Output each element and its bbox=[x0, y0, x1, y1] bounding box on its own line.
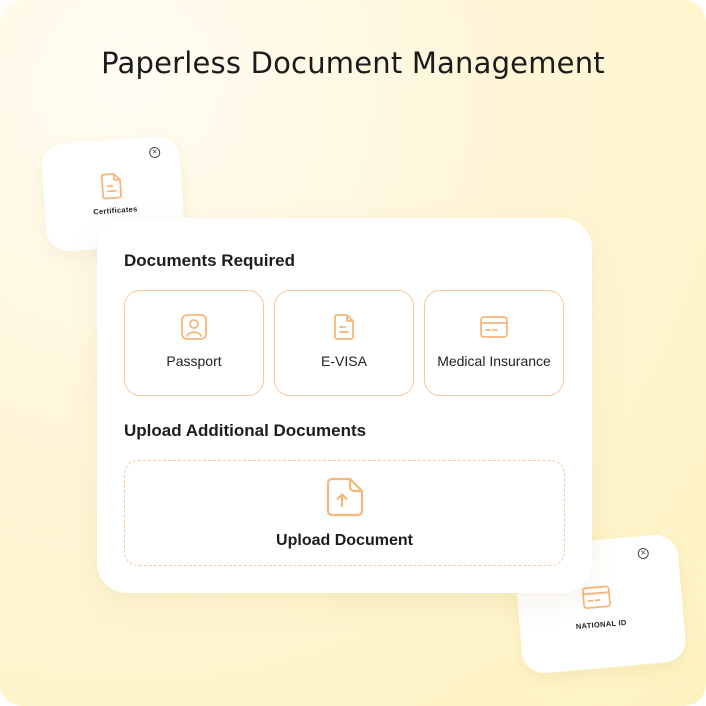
card-icon bbox=[480, 316, 508, 338]
national-id-label: NATIONAL ID bbox=[575, 617, 628, 632]
card-icon bbox=[581, 585, 611, 610]
upload-document-label: Upload Document bbox=[276, 532, 413, 549]
documents-panel: Documents Required Passport E-VISA bbox=[97, 218, 592, 593]
passport-option[interactable]: Passport bbox=[124, 290, 264, 396]
national-id-card[interactable]: ✕ NATIONAL ID bbox=[512, 533, 688, 675]
medical-insurance-option[interactable]: Medical Insurance bbox=[424, 290, 564, 396]
medical-insurance-label: Medical Insurance bbox=[437, 353, 551, 369]
upload-additional-heading: Upload Additional Documents bbox=[124, 421, 367, 440]
document-icon bbox=[334, 314, 354, 340]
close-icon[interactable]: ✕ bbox=[148, 146, 161, 159]
passport-label: Passport bbox=[166, 353, 222, 369]
certificates-card[interactable]: ✕ Certificates bbox=[40, 135, 186, 253]
evisa-label: E-VISA bbox=[321, 353, 367, 369]
certificates-label: Certificates bbox=[92, 204, 138, 217]
file-upload-icon bbox=[326, 477, 363, 517]
evisa-option[interactable]: E-VISA bbox=[274, 290, 414, 396]
user-id-icon bbox=[181, 314, 207, 340]
page-title: Paperless Document Management bbox=[101, 46, 605, 80]
close-icon[interactable]: ✕ bbox=[637, 547, 650, 560]
upload-dropzone[interactable]: Upload Document bbox=[124, 460, 565, 566]
documents-required-heading: Documents Required bbox=[124, 251, 295, 270]
document-icon bbox=[100, 173, 123, 200]
